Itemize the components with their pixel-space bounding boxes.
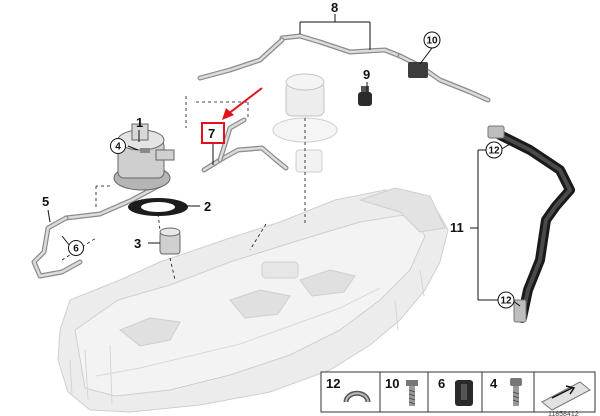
arrow-pad-icon — [541, 381, 591, 411]
callout-12-circle-bottom[interactable]: 12 — [497, 291, 515, 309]
alignment-lines — [61, 96, 306, 281]
callout-9[interactable]: 9 — [363, 67, 370, 82]
legend-num-12: 12 — [326, 376, 340, 391]
pump-ghost — [272, 73, 338, 173]
valve-cover — [57, 187, 449, 413]
callout-11[interactable]: 11 — [450, 220, 464, 235]
legend-num-4: 4 — [490, 376, 498, 391]
screw-icon — [406, 380, 418, 406]
callout-5[interactable]: 5 — [42, 194, 49, 209]
callout-7[interactable]: 7 — [208, 126, 215, 141]
svg-text:12: 12 — [500, 296, 512, 307]
hose-11 — [487, 125, 575, 323]
callout-1[interactable]: 1 — [136, 115, 143, 130]
svg-text:6: 6 — [73, 244, 79, 255]
image-id: 11858412 — [548, 411, 579, 416]
bolt-icon — [510, 378, 522, 406]
callout-7-highlight-box[interactable] — [201, 122, 225, 144]
clamp-9 — [358, 86, 372, 106]
callout-10-circle[interactable]: 10 — [423, 31, 441, 49]
tappet — [159, 227, 181, 255]
svg-text:10: 10 — [426, 36, 438, 47]
callout-8[interactable]: 8 — [331, 0, 338, 15]
gasket-ring — [128, 198, 188, 216]
leader-lines — [47, 14, 521, 307]
parts-legend: 12 10 6 4 — [320, 371, 596, 413]
legend-num-6: 6 — [438, 376, 445, 391]
callout-2[interactable]: 2 — [204, 199, 211, 214]
callout-3[interactable]: 3 — [134, 236, 141, 251]
callout-6-circle[interactable]: 6 — [68, 240, 84, 256]
grommet-icon — [455, 380, 473, 406]
bracket-10 — [408, 62, 428, 78]
svg-text:12: 12 — [488, 146, 500, 157]
bolt-4 — [140, 148, 150, 153]
high-pressure-pump — [113, 123, 175, 191]
svg-text:4: 4 — [115, 142, 121, 153]
callout-4-circle[interactable]: 4 — [110, 138, 126, 154]
legend-num-10: 10 — [385, 376, 399, 391]
highlight-arrow — [222, 87, 263, 120]
clip-icon — [343, 390, 371, 403]
callout-12-circle-top[interactable]: 12 — [485, 141, 503, 159]
